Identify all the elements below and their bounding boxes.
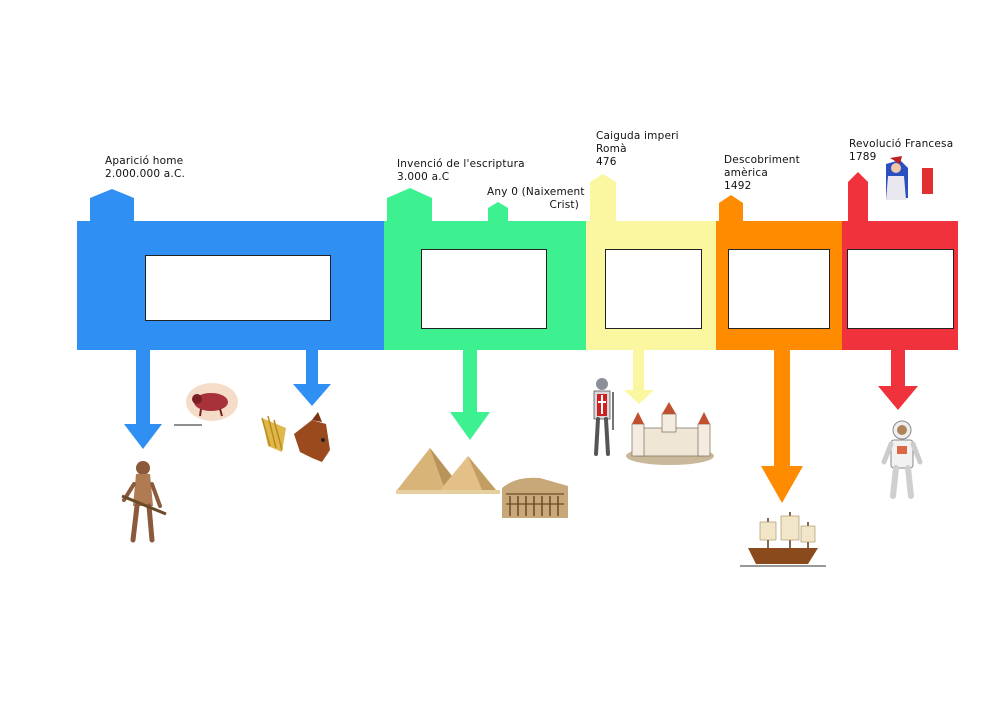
label-line: amèrica [724, 167, 800, 180]
label-line: Romà [596, 143, 679, 156]
milestone-tab-revolution [848, 172, 868, 222]
castle-illustration [626, 402, 714, 465]
label-appearance-of-man: Aparició home 2.000.000 a.C. [105, 155, 185, 181]
ship-illustration [740, 512, 826, 566]
pyramids-illustration [396, 448, 500, 494]
label-invention-of-writing: Invenció de l'escriptura 3.000 a.C [397, 158, 525, 184]
astronaut-illustration [884, 421, 920, 496]
label-line: 2.000.000 a.C. [105, 168, 185, 181]
label-line: 1492 [724, 180, 800, 193]
answer-box-contemporary[interactable] [847, 249, 954, 329]
label-discovery-of-america: Descobriment amèrica 1492 [724, 154, 800, 193]
arrow-down-yellow [624, 350, 654, 404]
arrow-down-blue-right [293, 350, 331, 406]
label-line: 476 [596, 156, 679, 169]
early-human-illustration [122, 461, 166, 540]
label-line: 1789 [849, 151, 953, 164]
colosseum-illustration [502, 478, 568, 518]
cave-painting-illustration [174, 383, 238, 425]
label-line: Any 0 (Naixement [487, 186, 579, 199]
label-line: Revolució Francesa [849, 138, 953, 151]
answer-box-middle-ages[interactable] [605, 249, 702, 329]
knight-illustration [594, 378, 613, 454]
answer-box-modern[interactable] [728, 249, 830, 329]
label-line: Crist) [487, 199, 579, 212]
label-year-zero: Any 0 (Naixement Crist) [487, 186, 579, 212]
milestone-tab-human [90, 189, 134, 222]
label-line: Invenció de l'escriptura [397, 158, 525, 171]
arrow-down-green [450, 350, 490, 440]
answer-box-ancient[interactable] [421, 249, 547, 329]
milestone-tab-writing [387, 188, 432, 222]
label-french-revolution: Revolució Francesa 1789 [849, 138, 953, 164]
label-fall-of-rome: Caiguda imperi Romà 476 [596, 130, 679, 169]
arrow-down-red [878, 350, 918, 410]
answer-box-prehistory[interactable] [145, 255, 331, 321]
arrow-down-blue-left [124, 350, 162, 449]
arrow-down-orange [761, 350, 803, 503]
label-line: Aparició home [105, 155, 185, 168]
label-line: Caiguda imperi [596, 130, 679, 143]
label-line: Descobriment [724, 154, 800, 167]
milestone-tab-america [719, 195, 743, 222]
milestone-tab-rome [590, 174, 616, 222]
horse-illustration [262, 412, 330, 462]
label-line: 3.000 a.C [397, 171, 525, 184]
